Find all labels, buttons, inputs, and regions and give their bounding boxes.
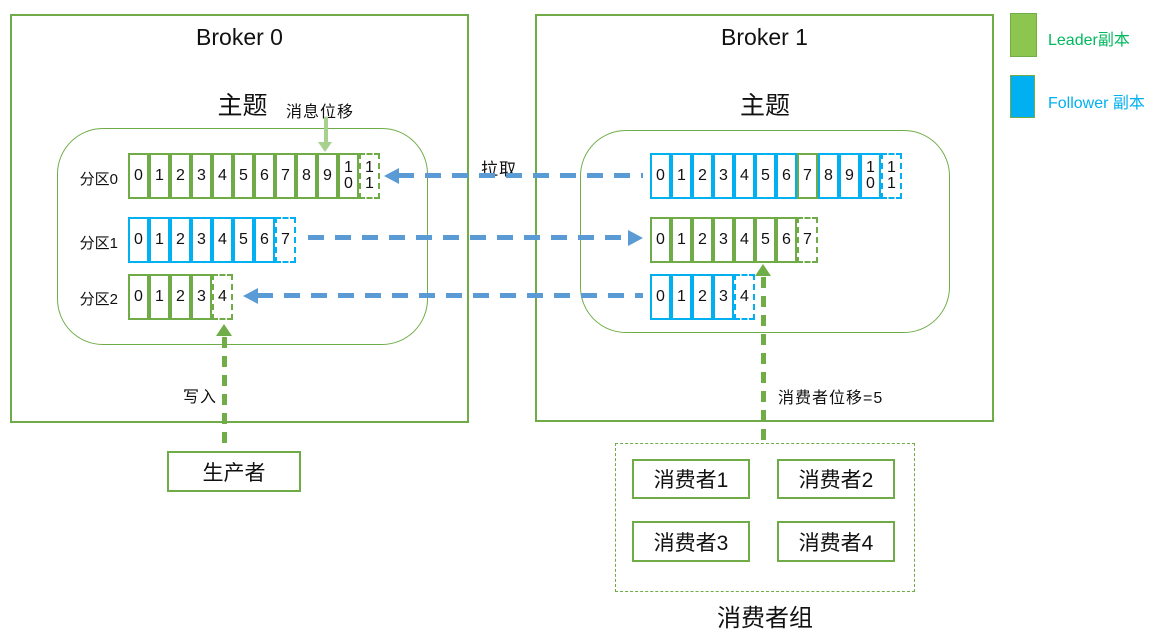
consumer-offset-label: 消费者位移=5 [778, 390, 884, 407]
offset-cell: 3 [191, 217, 212, 263]
consumer1-label: 消费者1 [653, 469, 729, 492]
offset-cell: 3 [191, 153, 212, 199]
offset-cell: 3 [713, 217, 734, 263]
offset-cell: 1 [671, 153, 692, 199]
producer-label: 生产者 [202, 461, 266, 485]
offset-cell: 5 [233, 153, 254, 199]
offset-cell: 2 [170, 153, 191, 199]
offset-cell: 4 [212, 153, 233, 199]
offset-cell: 2 [170, 274, 191, 320]
consumer-offset-arrow-line [761, 277, 766, 443]
consumer4-label: 消费者4 [798, 531, 874, 555]
message-offset-arrowhead-icon [318, 142, 332, 152]
pull-arrow-partition1-line [308, 235, 628, 240]
offset-cell: 0 [650, 153, 671, 199]
offset-cell: 3 [191, 274, 212, 320]
offset-cell: 2 [692, 153, 713, 199]
offset-cell: 2 [692, 217, 713, 263]
offset-cell: 1 [149, 217, 170, 263]
pull-arrow-partition1-head-icon [628, 230, 643, 246]
consumer4-box: 消费者4 [777, 521, 895, 562]
offset-cell: 2 [170, 217, 191, 263]
offset-cell: 4 [734, 153, 755, 199]
offset-cell: 0 [128, 274, 149, 320]
broker0-partition2-label: 分区2 [79, 291, 118, 308]
broker1-title: Broker 1 [721, 24, 808, 50]
offset-cell: 6 [776, 217, 797, 263]
offset-cell: 4 [212, 217, 233, 263]
offset-cell: 7 [797, 217, 818, 263]
offset-cell: 1 [671, 217, 692, 263]
offset-cell: 5 [233, 217, 254, 263]
offset-cell: 1 1 [359, 153, 380, 199]
offset-cell: 4 [734, 217, 755, 263]
consumer3-label: 消费者3 [653, 531, 729, 555]
offset-cell: 7 [797, 153, 818, 199]
broker1-topic-label: 主题 [739, 92, 790, 120]
legend-leader-swatch [1010, 13, 1037, 57]
write-arrow-line [222, 337, 227, 451]
offset-cell: 1 0 [338, 153, 359, 199]
write-label: 写入 [183, 389, 218, 406]
offset-cell: 6 [254, 153, 275, 199]
offset-cell: 0 [128, 217, 149, 263]
pull-arrow-partition2-head-icon [243, 288, 258, 304]
broker0-topic-label: 主题 [217, 92, 268, 120]
offset-cell: 5 [755, 153, 776, 199]
consumer1-box: 消费者1 [632, 459, 750, 499]
write-arrowhead-icon [216, 324, 232, 336]
offset-cell: 0 [650, 217, 671, 263]
offset-cell: 1 1 [881, 153, 902, 199]
offset-cell: 1 [149, 274, 170, 320]
offset-cell: 1 [671, 274, 692, 320]
offset-cell: 8 [296, 153, 317, 199]
broker0-partition0-label: 分区0 [79, 171, 118, 188]
offset-cell: 1 [149, 153, 170, 199]
offset-cell: 8 [818, 153, 839, 199]
offset-cell: 4 [212, 274, 233, 320]
consumer2-box: 消费者2 [777, 459, 895, 499]
consumer-group-label: 消费者组 [717, 605, 813, 632]
producer-box: 生产者 [167, 451, 301, 492]
offset-cell: 7 [275, 217, 296, 263]
broker0-partition1-label: 分区1 [79, 235, 118, 252]
legend-follower-swatch [1010, 75, 1035, 118]
offset-cell: 1 0 [860, 153, 881, 199]
offset-cell: 0 [650, 274, 671, 320]
broker0-title: Broker 0 [196, 24, 283, 50]
consumer3-box: 消费者3 [632, 521, 750, 562]
offset-cell: 3 [713, 153, 734, 199]
offset-cell: 2 [692, 274, 713, 320]
offset-cell: 4 [734, 274, 755, 320]
offset-cell: 3 [713, 274, 734, 320]
pull-arrow-partition2-line [257, 293, 643, 298]
offset-cell: 7 [275, 153, 296, 199]
legend-follower-label: Follower 副本 [1048, 95, 1145, 112]
offset-cell: 0 [128, 153, 149, 199]
pull-arrow-partition0-line [398, 173, 643, 178]
consumer2-label: 消费者2 [798, 469, 874, 492]
offset-cell: 6 [254, 217, 275, 263]
message-offset-label: 消息位移 [286, 104, 355, 121]
message-offset-arrow-line [324, 117, 328, 143]
offset-cell: 6 [776, 153, 797, 199]
pull-arrow-partition0-head-icon [384, 168, 399, 184]
consumer-offset-arrowhead-icon [755, 264, 771, 276]
offset-cell: 5 [755, 217, 776, 263]
legend-leader-label: Leader副本 [1048, 32, 1130, 49]
offset-cell: 9 [317, 153, 338, 199]
offset-cell: 9 [839, 153, 860, 199]
